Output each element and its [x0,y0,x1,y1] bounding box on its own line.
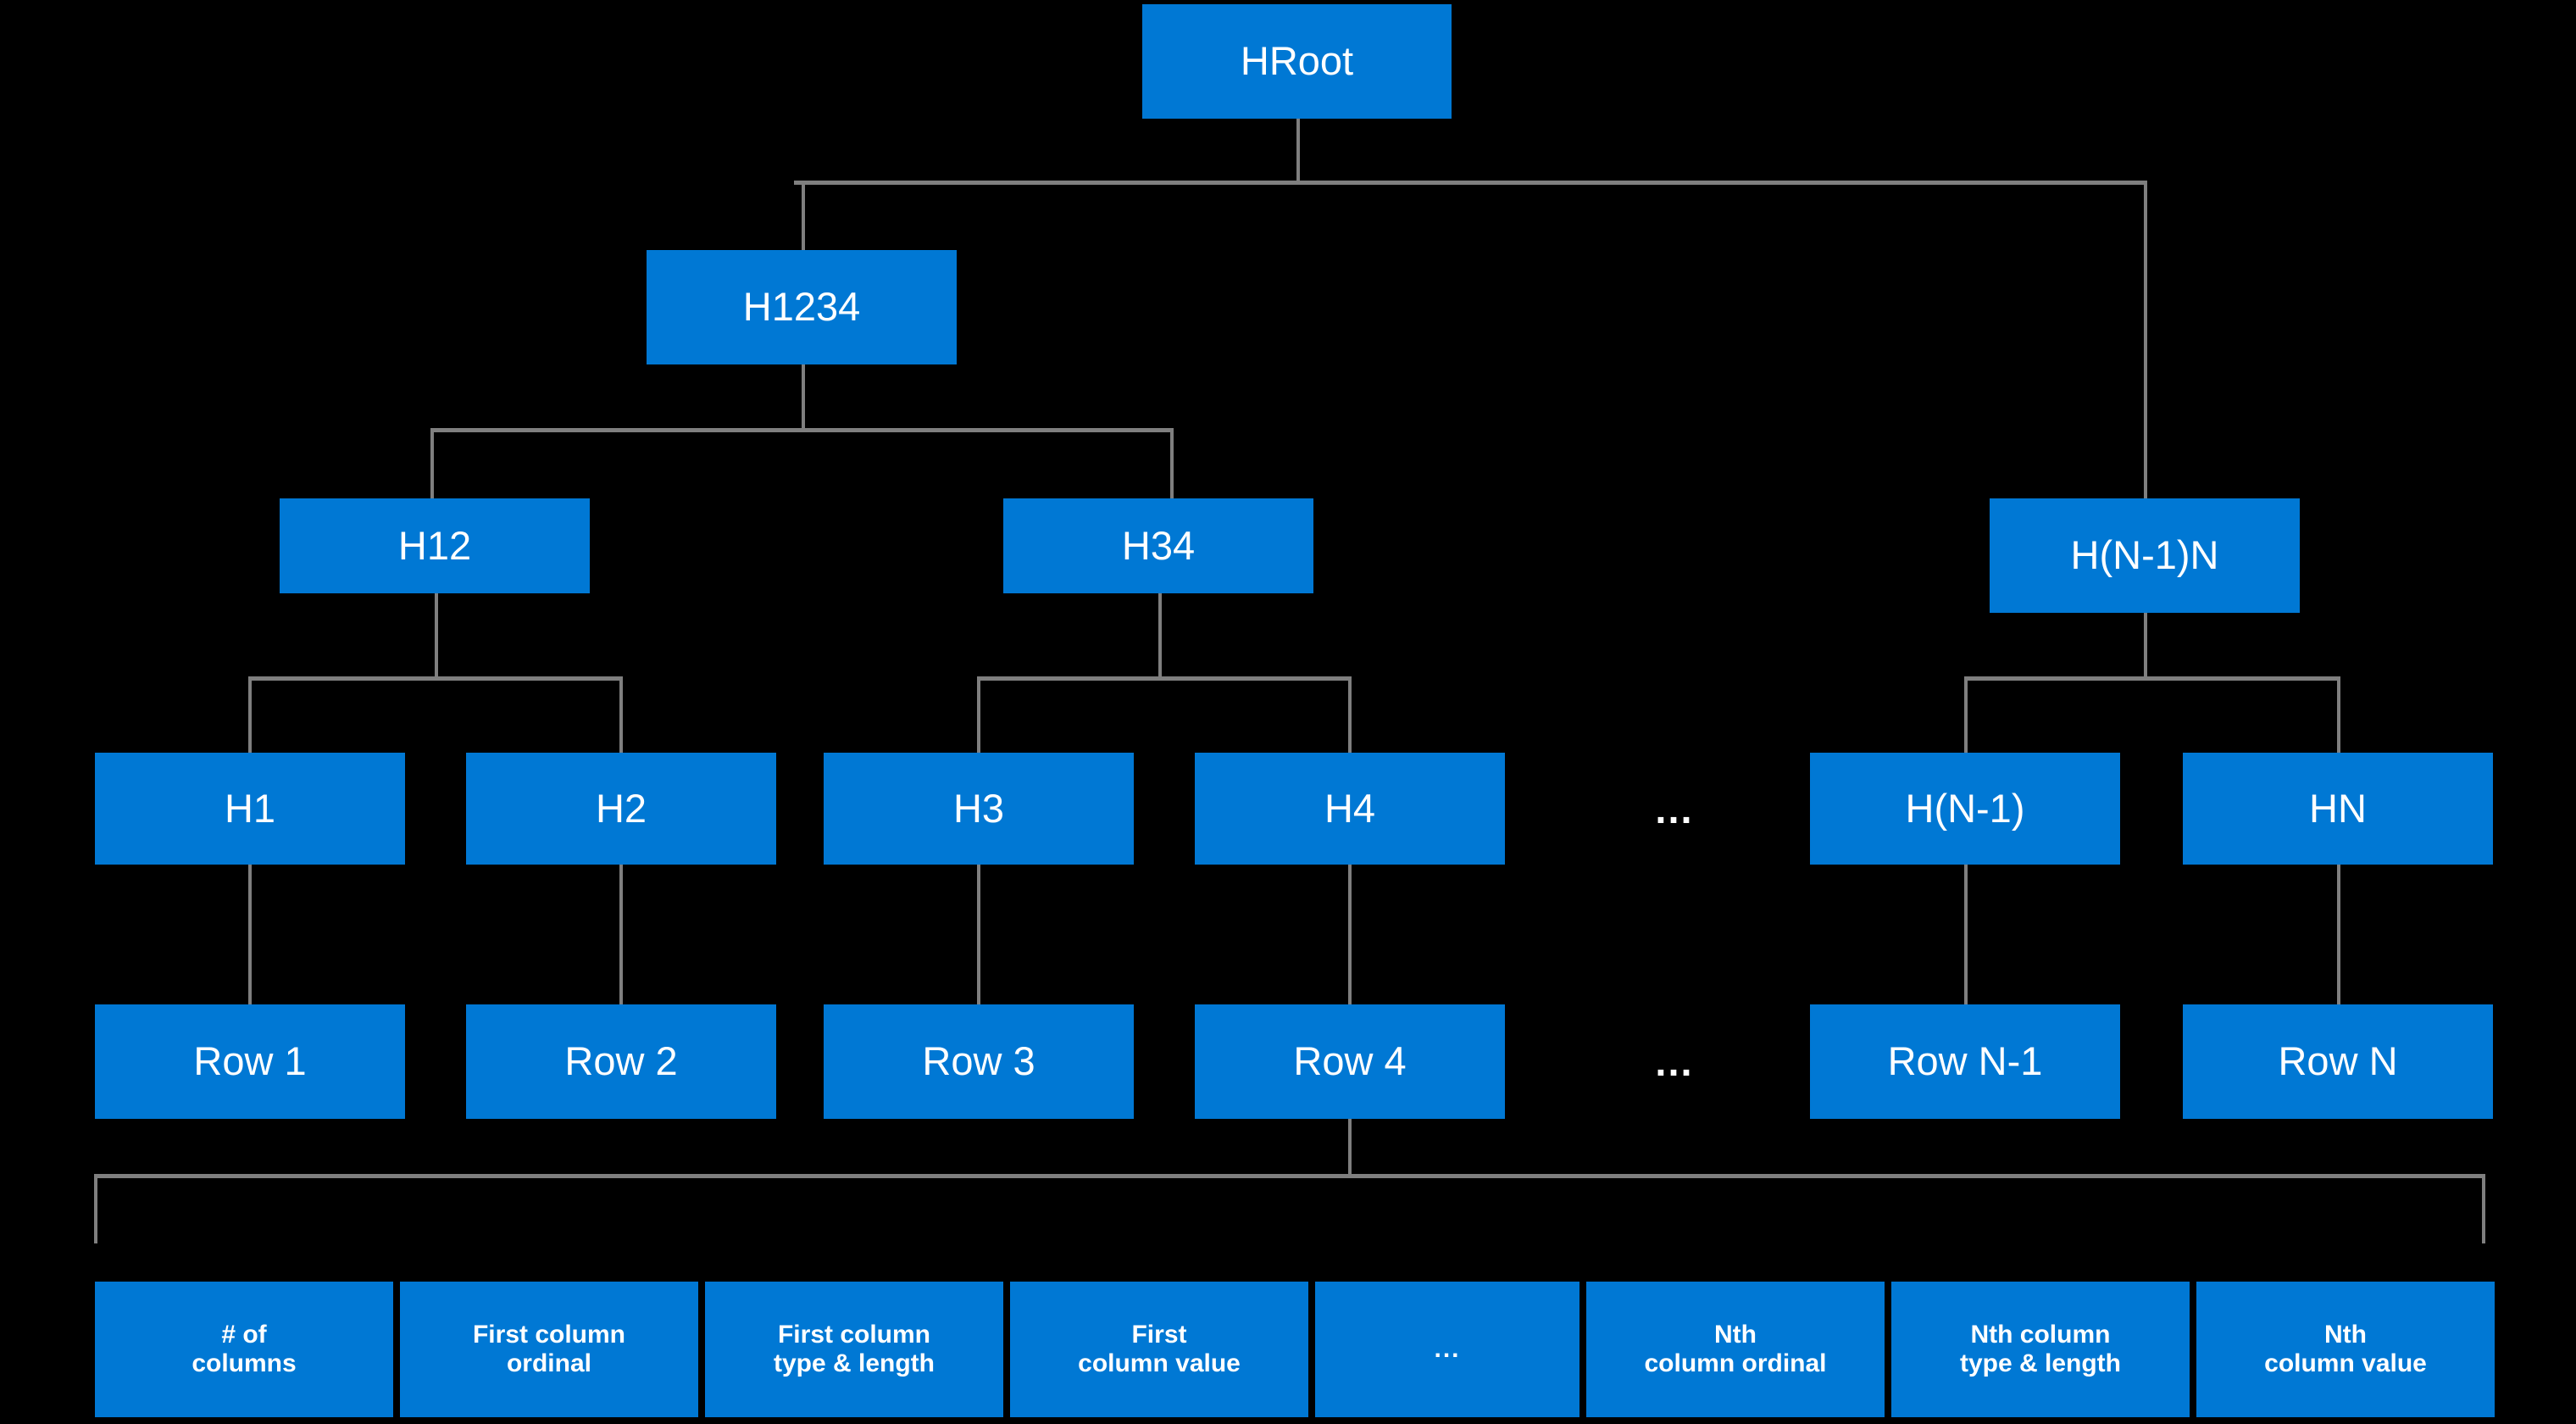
connector-root-to-h1234 [802,181,805,250]
connector-h12-to-h1 [248,676,252,753]
rows-ellipsis: ... [1655,1039,1694,1084]
node-col-ellipsis[interactable]: ... [1315,1282,1579,1417]
connector-root-to-hn1n [2144,181,2147,499]
connector-hn1n-stem [2144,612,2147,680]
connector-h3-to-row3 [977,865,980,1004]
node-row-n[interactable]: Row N [2183,1004,2493,1119]
connector-h12-bracket [248,676,623,681]
node-hroot[interactable]: HRoot [1142,4,1452,119]
connector-h34-to-h4 [1348,676,1352,753]
connector-h34-stem [1158,593,1162,680]
connector-hn1n-to-hn1 [1964,676,1968,753]
node-h4[interactable]: H4 [1195,753,1505,865]
connector-hn1n-to-hn [2337,676,2340,753]
connector-h1-to-row1 [248,865,252,1004]
connector-hn-to-rown [2337,865,2340,1004]
connector-row4-stem [1348,1119,1352,1176]
node-hn[interactable]: HN [2183,753,2493,865]
node-h34[interactable]: H34 [1003,498,1313,593]
node-h1[interactable]: H1 [95,753,405,865]
node-hn1[interactable]: H(N-1) [1810,753,2120,865]
connector-columns-bracket [94,1174,2485,1178]
node-h2[interactable]: H2 [466,753,776,865]
node-row-4[interactable]: Row 4 [1195,1004,1505,1119]
node-row-3[interactable]: Row 3 [824,1004,1134,1119]
connector-h2-to-row2 [619,865,623,1004]
connector-root-bracket [794,181,2147,185]
connector-hn1-to-rown1 [1964,865,1968,1004]
node-row-2[interactable]: Row 2 [466,1004,776,1119]
connector-h34-bracket [977,676,1352,681]
node-row-1[interactable]: Row 1 [95,1004,405,1119]
node-row-n-1[interactable]: Row N-1 [1810,1004,2120,1119]
node-h1234[interactable]: H1234 [647,250,957,364]
connector-hn1n-bracket [1964,676,2340,681]
connector-root-stem [1296,119,1300,185]
node-hn1n[interactable]: H(N-1)N [1990,498,2300,613]
connector-h4-to-row4 [1348,865,1352,1004]
connector-columns-bracket-right [2482,1174,2485,1243]
connector-columns-bracket-left [94,1174,97,1243]
connector-h1234-bracket [430,428,1174,432]
connector-h12-stem [435,593,438,680]
connector-h1234-to-h12 [430,428,434,499]
level4-ellipsis: ... [1655,786,1694,832]
node-h12[interactable]: H12 [280,498,590,593]
connector-h12-to-h2 [619,676,623,753]
connector-h1234-stem [802,364,805,431]
node-h3[interactable]: H3 [824,753,1134,865]
connector-h1234-to-h34 [1170,428,1174,499]
connector-h34-to-h3 [977,676,980,753]
